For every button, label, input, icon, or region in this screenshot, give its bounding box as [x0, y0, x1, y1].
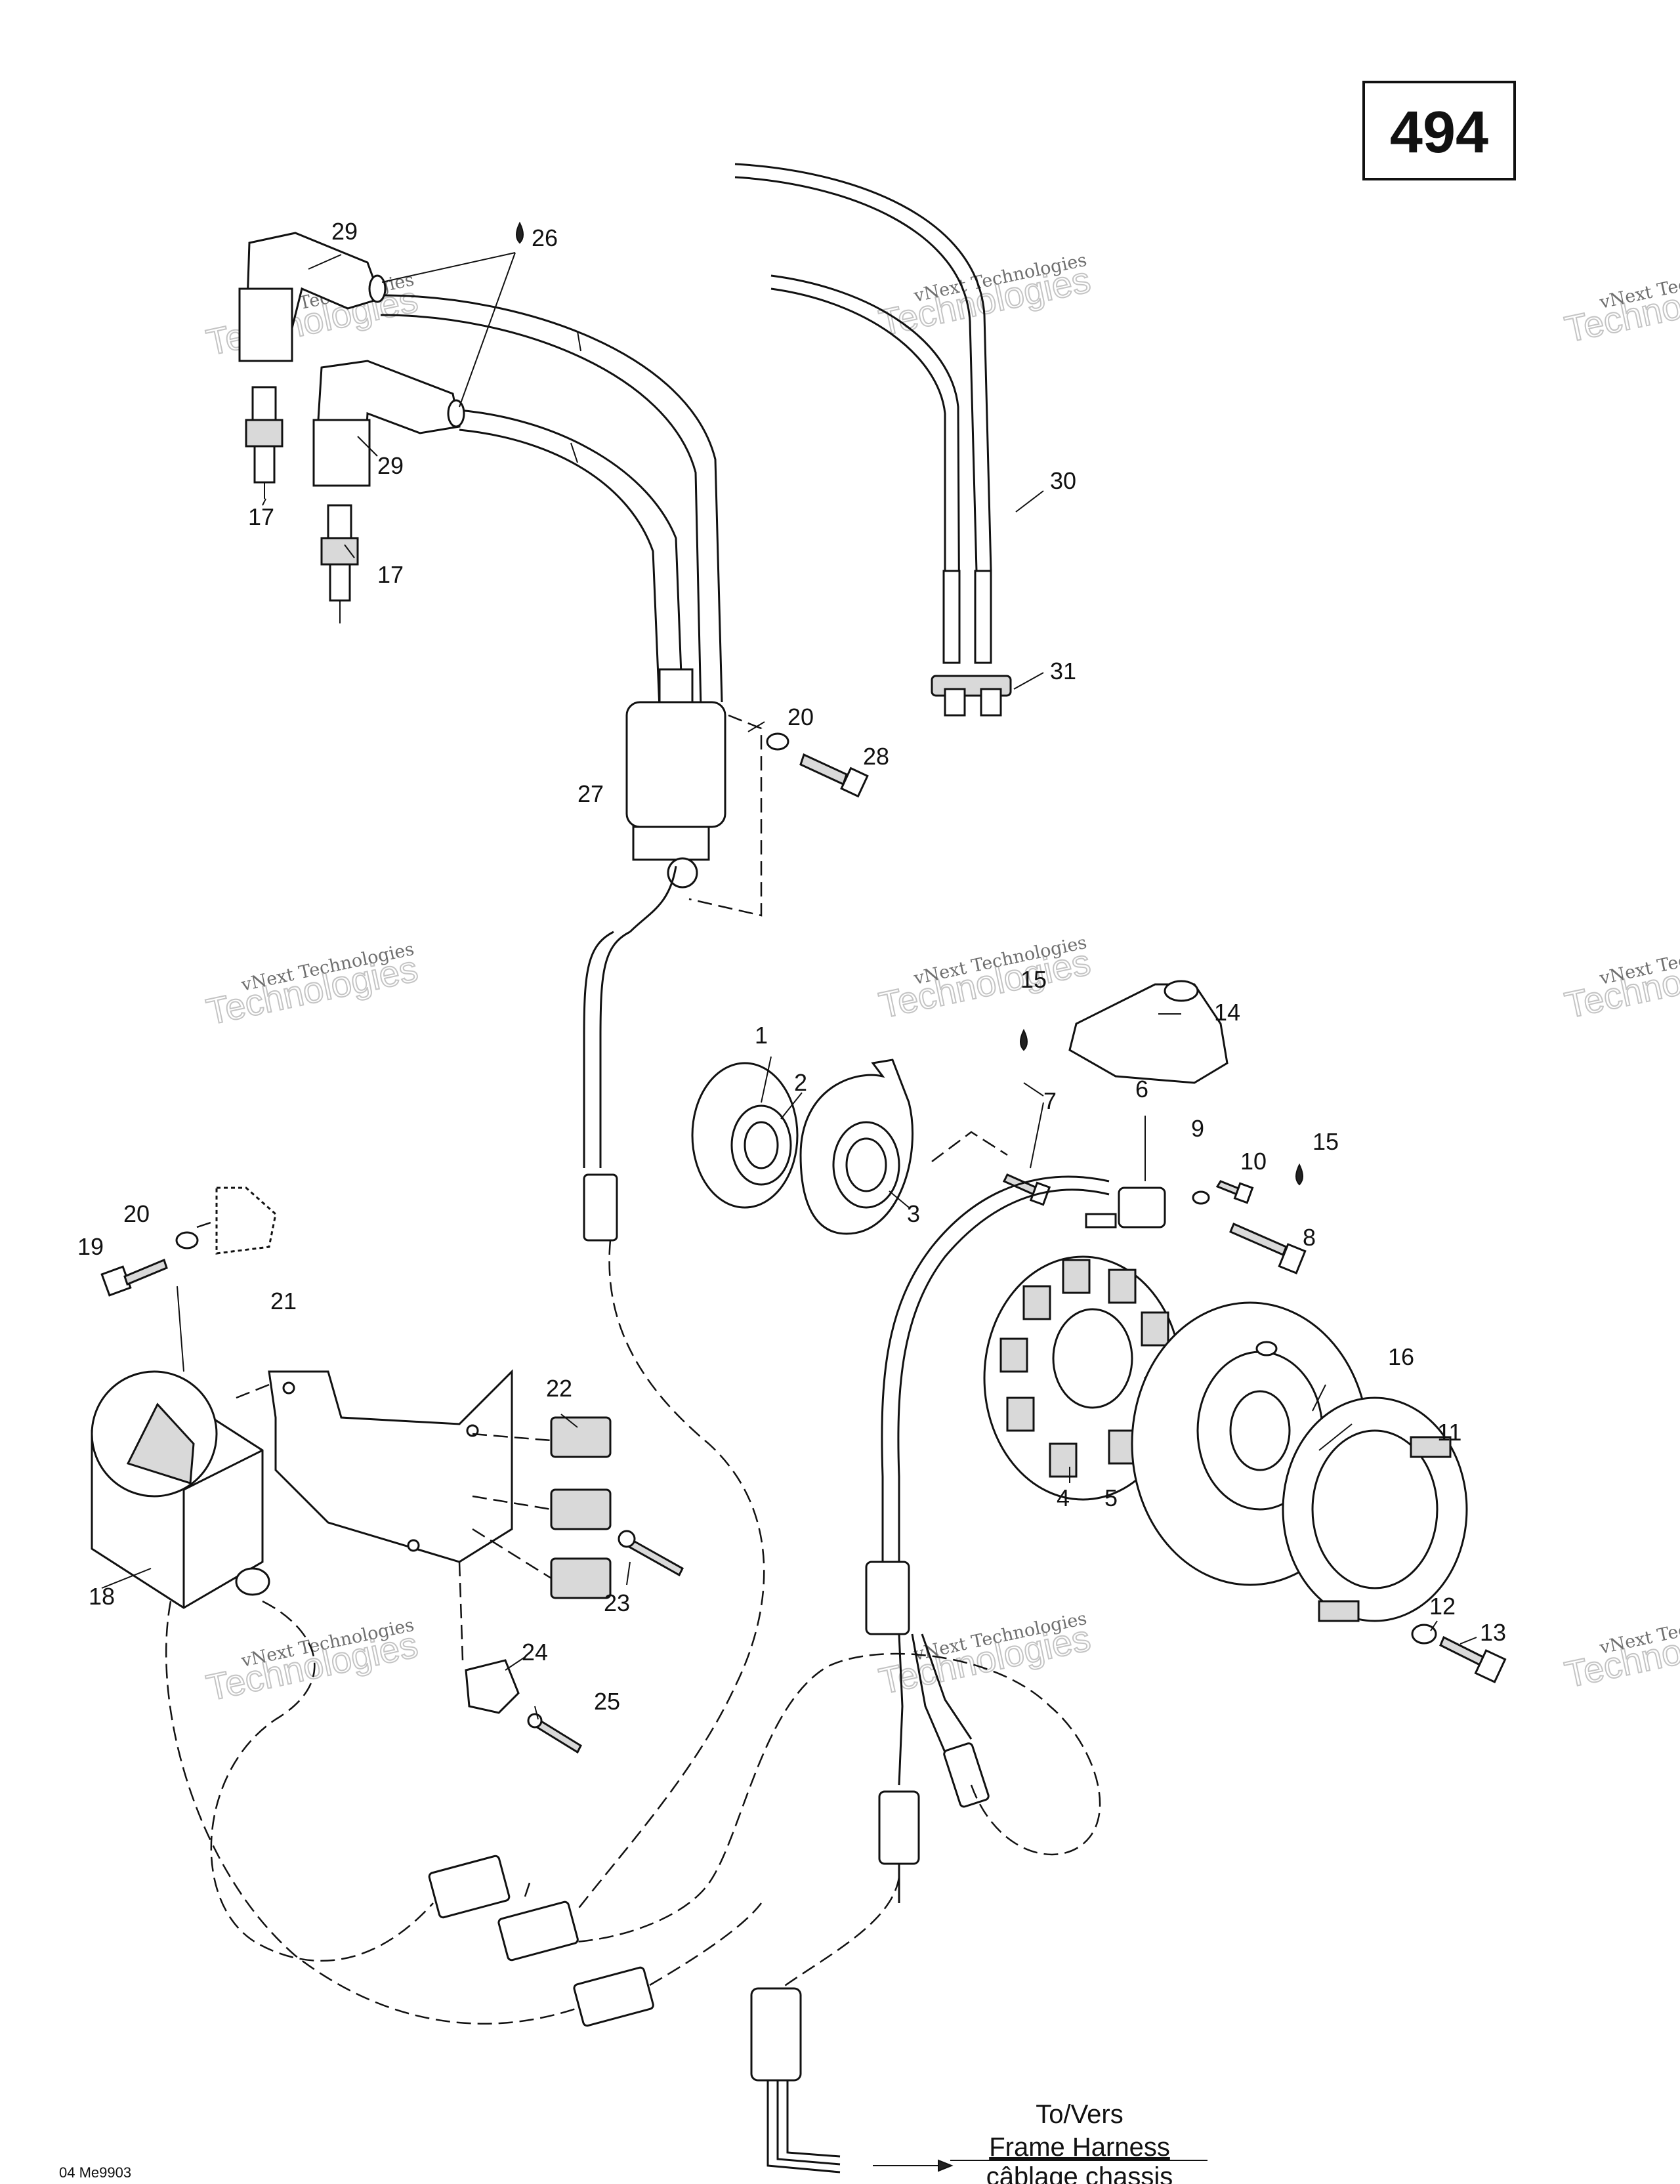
screw-23 — [618, 1530, 684, 1577]
callout-label: 20 — [788, 704, 814, 730]
clip-24 — [465, 1659, 520, 1714]
washer-20-upper — [766, 732, 789, 751]
cdi-module-18 — [91, 1370, 270, 1609]
callout-label: 30 — [1050, 467, 1076, 494]
screw-8 — [1229, 1223, 1307, 1274]
callout-label: 9 — [1191, 1115, 1204, 1142]
cover-14 — [1068, 980, 1228, 1084]
callout-label: 16 — [1388, 1343, 1414, 1370]
cdi-connectors — [428, 1855, 654, 2027]
callout-label: 23 — [604, 1589, 630, 1616]
spark-plug-cap-lower — [312, 360, 465, 487]
frame-harness-connector — [750, 1987, 954, 2174]
silicone-drop-icon — [516, 221, 524, 244]
callout-label: 10 — [1240, 1148, 1267, 1175]
wires-30 — [734, 163, 992, 664]
spark-plug-lower — [320, 504, 359, 623]
ignition-coil — [625, 668, 726, 933]
callout-label: 21 — [270, 1288, 297, 1314]
callout-label: 19 — [77, 1233, 104, 1260]
callout-label: 17 — [377, 561, 404, 588]
callout-label: 29 — [377, 452, 404, 479]
seal-2 — [730, 1104, 792, 1186]
stator-connectors — [865, 1561, 990, 1903]
callout-label: 7 — [1043, 1087, 1057, 1114]
callout-label: 31 — [1050, 658, 1076, 684]
washer-20-lower — [175, 1231, 199, 1250]
callout-label: 8 — [1303, 1224, 1316, 1251]
page-number-box: 494 — [1362, 81, 1516, 180]
drop-icon-15 — [1020, 1028, 1028, 1051]
coil-wire — [583, 931, 631, 1242]
callout-label: 29 — [331, 218, 358, 245]
callout-label: 28 — [863, 743, 889, 770]
leader-lines — [101, 254, 1477, 1720]
bolt-19 — [100, 1258, 168, 1297]
callout-label: 14 — [1214, 999, 1240, 1026]
screw-13 — [1439, 1635, 1507, 1683]
callout-label: 2 — [794, 1069, 807, 1096]
callout-label: 22 — [546, 1375, 572, 1402]
callout-label: 25 — [594, 1688, 620, 1715]
harness-label-line1: To/Vers — [1036, 2100, 1123, 2129]
callout-label: 15 — [1020, 966, 1047, 993]
trigger-wheel-11 — [1282, 1396, 1468, 1622]
callout-label: 4 — [1057, 1484, 1070, 1511]
callout-label: 12 — [1429, 1593, 1456, 1620]
connector-6 — [1085, 1186, 1166, 1228]
spark-plug-cap-upper — [238, 232, 387, 362]
stator-harness — [881, 1175, 1110, 1568]
high-tension-wires — [380, 294, 723, 709]
harness-label-line3: câblage chassis — [986, 2162, 1173, 2184]
drop-icon-15b — [1295, 1163, 1303, 1186]
callout-label: 15 — [1312, 1128, 1339, 1155]
callout-label: 13 — [1480, 1619, 1506, 1646]
drawing-code: 04 Me9903 — [59, 2164, 131, 2181]
callout-label: 18 — [89, 1583, 115, 1610]
clamp-31 — [931, 675, 1012, 717]
o-ring-1 — [691, 1062, 799, 1209]
harness-label-line2: Frame Harness — [989, 2133, 1170, 2162]
screw-25 — [527, 1713, 582, 1754]
callouts: 29 26 29 17 17 30 31 20 28 27 15 14 1 2 … — [77, 218, 1506, 1715]
callout-label: 20 — [123, 1200, 150, 1227]
clips-22 — [550, 1416, 612, 1599]
callout-label: 27 — [578, 780, 604, 807]
bolt-28 — [799, 753, 869, 798]
callout-label: 24 — [522, 1639, 548, 1666]
housing-3 — [799, 1059, 914, 1235]
callout-label: 1 — [755, 1022, 768, 1049]
bracket-tab — [215, 1186, 277, 1255]
callout-label: 17 — [248, 503, 274, 530]
bracket-21 — [268, 1369, 513, 1563]
callout-label: 6 — [1135, 1076, 1148, 1102]
callout-label: 11 — [1437, 1419, 1461, 1446]
washer-9 — [1192, 1190, 1210, 1205]
page-number: 494 — [1390, 100, 1488, 165]
callout-label: 3 — [907, 1200, 920, 1227]
washer-12 — [1411, 1624, 1437, 1645]
frame-harness-label: To/Vers Frame Harness câblage chassis — [950, 2100, 1208, 2184]
callout-label: 26 — [532, 224, 558, 251]
callout-label: 5 — [1104, 1484, 1118, 1511]
screw-10 — [1215, 1180, 1254, 1204]
spark-plug-upper — [245, 386, 284, 499]
